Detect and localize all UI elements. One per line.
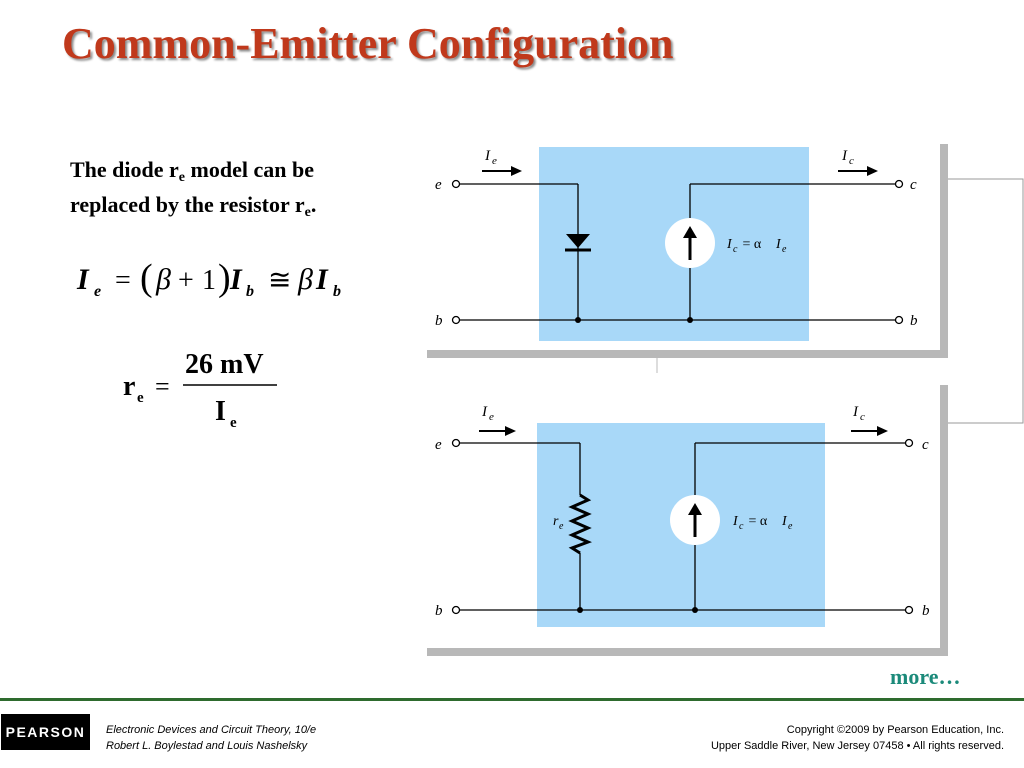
resistor-model-figure: I e I c e b c b r e I c = α I e <box>425 383 948 656</box>
current-arrow-icon <box>479 426 516 436</box>
terminal-b-left-label: b <box>435 603 443 619</box>
copyright-line: Copyright ©2009 by Pearson Education, In… <box>786 724 1004 736</box>
eq2-r: r <box>123 371 135 402</box>
ie-label: I <box>484 148 491 164</box>
terminal-c-label: c <box>922 437 929 453</box>
svg-text:I: I <box>726 237 733 252</box>
terminal-b-right-label: b <box>922 603 930 619</box>
diode-model-figure: I e I c e b c b I c = α I e <box>425 140 948 358</box>
terminal-e-label: e <box>435 177 442 193</box>
ie-label: I <box>481 404 488 420</box>
junction-dot <box>692 607 698 613</box>
svg-text:= α: = α <box>745 514 771 529</box>
current-source-icon <box>670 495 720 545</box>
svg-text:I: I <box>775 237 782 252</box>
terminal-circle-icon <box>451 315 461 325</box>
emitter-resistance-equation: r e = 26 mV I e <box>123 349 277 431</box>
eq1-I-b2: I <box>315 263 329 296</box>
ic-label-sub: c <box>860 411 865 423</box>
resistor-label-sub: e <box>559 521 564 532</box>
figure-shadow-right <box>940 385 948 656</box>
publisher-address: Upper Saddle River, New Jersey 07458 • A… <box>710 740 1004 752</box>
eq1-beta: β <box>155 263 171 296</box>
footer-rule <box>0 698 1024 701</box>
svg-text:c: c <box>739 521 744 532</box>
book-info: Electronic Devices and Circuit Theory, 1… <box>106 722 316 754</box>
eq1-beta-2: β <box>297 263 313 296</box>
eq1-plus: + <box>178 265 194 296</box>
more-link[interactable]: more… <box>890 664 961 689</box>
terminal-e-label: e <box>435 437 442 453</box>
book-authors: Robert L. Boylestad and Louis Nashelsky <box>106 740 308 752</box>
terminal-circle-icon <box>451 605 461 615</box>
eq1-right-paren: ) <box>218 257 231 299</box>
junction-dot <box>575 317 581 323</box>
terminal-circle-icon <box>451 179 461 189</box>
junction-dot <box>687 317 693 323</box>
bracket-line <box>940 178 1024 424</box>
description-text: The diode re model can be replaced by th… <box>70 152 410 222</box>
svg-text:c: c <box>733 244 738 255</box>
source-equation-label: I c = α I e <box>732 514 793 532</box>
eq1-sub-b2: b <box>333 283 341 300</box>
terminal-circle-icon <box>451 438 461 448</box>
terminal-b-right-label: b <box>910 313 918 329</box>
terminal-c-label: c <box>910 177 917 193</box>
emitter-current-equation: I e = ( β + 1 ) I b ≅ β I b <box>76 257 341 300</box>
ie-label-sub: e <box>489 411 494 423</box>
terminal-circle-icon <box>904 438 914 448</box>
svg-text:e: e <box>788 521 793 532</box>
terminal-b-left-label: b <box>435 313 443 329</box>
eq1-I-b: I <box>229 263 243 296</box>
eq2-equals: = <box>155 372 170 401</box>
junction-dot <box>577 607 583 613</box>
terminal-circle-icon <box>894 315 904 325</box>
current-source-icon <box>665 218 715 268</box>
eq2-numerator: 26 mV <box>185 349 264 380</box>
copyright-info: Copyright ©2009 by Pearson Education, In… <box>711 722 1004 754</box>
current-arrow-icon <box>482 166 522 176</box>
ie-label-sub: e <box>492 155 497 167</box>
eq1-sub-b: b <box>246 283 254 300</box>
eq1-equals: = <box>115 265 131 296</box>
current-arrow-icon <box>851 426 888 436</box>
eq2-denominator-I: I <box>215 396 226 427</box>
ic-label: I <box>841 148 848 164</box>
eq1-one: 1 <box>202 265 216 296</box>
description-line-1: The diode re model can be <box>70 157 314 185</box>
svg-text:e: e <box>782 244 787 255</box>
ic-label-sub: c <box>849 155 854 167</box>
ic-label: I <box>852 404 859 420</box>
terminal-circle-icon <box>894 179 904 189</box>
figure-shadow-right <box>940 144 948 358</box>
svg-text:= α: = α <box>739 237 765 252</box>
figure-shadow-bottom <box>427 350 947 358</box>
description-line-2: replaced by the resistor re. <box>70 192 317 220</box>
current-arrow-icon <box>838 166 878 176</box>
diode-icon <box>565 234 591 252</box>
source-equation-label: I c = α I e <box>726 237 787 255</box>
eq2-denominator-sub-e: e <box>230 415 237 431</box>
slide-title: Common-Emitter Configuration <box>62 19 674 68</box>
eq1-I: I <box>76 263 90 296</box>
resistor-icon <box>568 493 592 555</box>
eq2-sub-e: e <box>137 390 144 406</box>
eq1-approx: ≅ <box>268 265 291 296</box>
eq1-sub-e: e <box>94 283 101 300</box>
book-title: Electronic Devices and Circuit Theory, 1… <box>106 724 317 736</box>
eq1-left-paren: ( <box>140 257 153 299</box>
figure-shadow-bottom <box>427 648 947 656</box>
pearson-logo: PEARSON <box>1 714 90 750</box>
svg-text:I: I <box>781 514 788 529</box>
resistor-label: r <box>553 514 559 529</box>
terminal-circle-icon <box>904 605 914 615</box>
svg-text:I: I <box>732 514 739 529</box>
